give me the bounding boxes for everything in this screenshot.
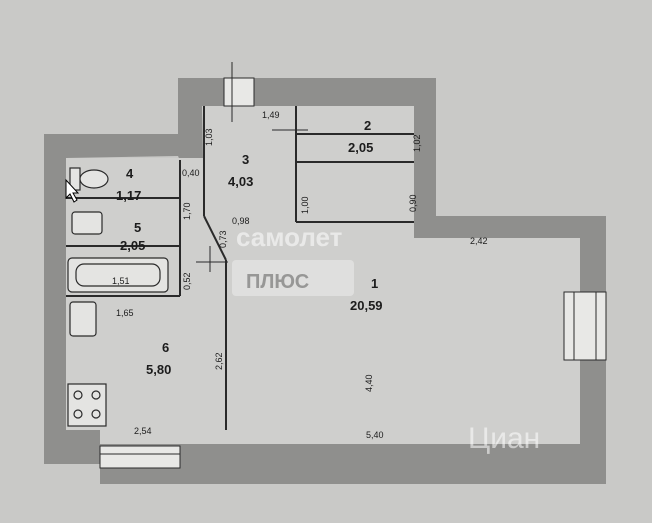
room-6-number: 6 — [162, 340, 169, 355]
watermark-site: Циан — [468, 422, 540, 455]
dimension-label: 1,03 — [204, 128, 214, 146]
dimension-label: 1,70 — [182, 202, 192, 220]
door-marks — [196, 62, 308, 272]
room-labels: 1 20,59 2 2,05 3 4,03 4 1,17 5 2,05 6 5,… — [116, 118, 383, 377]
dimension-label: 2,54 — [134, 426, 152, 436]
watermark: самолет ПЛЮС Циан — [232, 222, 540, 455]
room-3-number: 3 — [242, 152, 249, 167]
dimension-label: 5,40 — [366, 430, 384, 440]
room-4-area: 1,17 — [116, 188, 141, 203]
room-4-number: 4 — [126, 166, 134, 181]
dimension-label: 0,98 — [232, 216, 250, 226]
room-2-number: 2 — [364, 118, 371, 133]
toilet-icon — [69, 167, 109, 191]
room-2-area: 2,05 — [348, 140, 373, 155]
interior — [66, 106, 580, 444]
dimension-label: 1,00 — [300, 196, 310, 214]
bathtub-icon — [67, 257, 169, 293]
room-1-area: 20,59 — [350, 298, 383, 313]
dimension-label: 0,40 — [182, 168, 200, 178]
cursor-icon — [65, 178, 80, 203]
dimension-label: 4,40 — [364, 374, 374, 392]
room-5-number: 5 — [134, 220, 141, 235]
dimension-label: 1,65 — [116, 308, 134, 318]
dimension-label: 0,73 — [218, 230, 228, 248]
room-1-number: 1 — [371, 276, 378, 291]
dimension-label: 1,51 — [112, 276, 130, 286]
dimension-label: 1,02 — [412, 134, 422, 152]
sink-icon — [71, 211, 103, 235]
watermark-brand: самолет — [236, 222, 343, 252]
dimension-label: 1,49 — [262, 110, 280, 120]
dimension-label: 2,62 — [214, 352, 224, 370]
partitions — [66, 106, 414, 430]
dimension-label: 0,90 — [408, 194, 418, 212]
dimension-labels: 1,49 1,03 1,02 0,40 0,98 1,00 0,90 1,70 … — [112, 110, 488, 440]
dimension-label: 0,52 — [182, 272, 192, 290]
watermark-badge: ПЛЮС — [246, 271, 309, 293]
room-3-area: 4,03 — [228, 174, 253, 189]
windows — [99, 77, 607, 469]
room-5-area: 2,05 — [120, 238, 145, 253]
dimension-label: 2,42 — [470, 236, 488, 246]
kitchen-sink-icon — [69, 301, 97, 337]
room-6-area: 5,80 — [146, 362, 171, 377]
stove-icon — [67, 383, 107, 427]
